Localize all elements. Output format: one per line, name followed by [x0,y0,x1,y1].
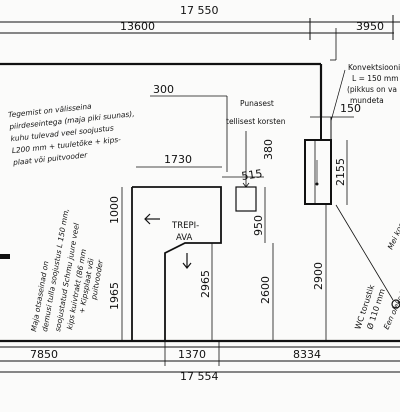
ventilation-shaft [304,116,336,205]
interior-dimensions: 300 1730 515 380 150 2155 1000 1965 2965… [108,83,361,341]
dim-bottom-total: 17 554 [180,370,219,383]
dim-300: 300 [153,83,174,96]
dim-top-left: 13600 [120,20,155,33]
chimney-label-1: Punasest [240,99,274,108]
chimney: Punasest tellisest korsten [226,99,286,212]
right-note-1: Mei koos [386,217,400,250]
dim-2600: 2600 [259,276,272,304]
vent-label-3: (pikkus on va [347,85,397,94]
dim-1730: 1730 [164,153,192,166]
dim-2965: 2965 [199,270,212,298]
dim-1965: 1965 [108,282,121,310]
outer-wall-note: Tegemist on välisseina piirdeseintega (m… [8,102,135,168]
wall-stub [0,254,10,259]
building-outline [0,62,400,348]
vent-label-4: mundeta [350,96,384,105]
right-edge-notes: Mei koos Een oleks kui sis [382,217,400,330]
stair-opening: TREPI- AVA [131,186,222,341]
dim-bottom-right: 8334 [293,348,321,361]
dim-top-right: 3950 [356,20,384,33]
dim-bottom-mid: 1370 [178,348,206,361]
chimney-label-2: tellisest korsten [226,117,286,126]
dim-380: 380 [262,139,275,160]
right-note-2: Een oleks kui sis [382,272,400,331]
dim-2900: 2900 [312,262,325,290]
vent-label-2: L = 150 mm [352,74,399,83]
dim-150: 150 [340,102,361,115]
dim-1000: 1000 [108,196,121,224]
top-dimension-chain: 13600 17 550 3950 [0,4,400,61]
dim-2155: 2155 [334,158,347,186]
stair-label-1: TREPI- [171,221,199,231]
left-wall-note: Maja otsaseinad on demusi tulla soojustu… [29,208,105,333]
dim-515: 515 [241,167,264,183]
dim-950: 950 [252,215,265,236]
stair-label-2: AVA [176,233,193,243]
dim-top-total: 17 550 [180,4,219,17]
vent-label-1: Konvektsiooni [348,63,400,72]
dim-bottom-left: 7850 [30,348,58,361]
bottom-dimension-chain: 7850 1370 8334 17 554 [0,341,400,383]
ventilation-label: Konvektsiooni L = 150 mm (pikkus on va m… [330,63,400,122]
